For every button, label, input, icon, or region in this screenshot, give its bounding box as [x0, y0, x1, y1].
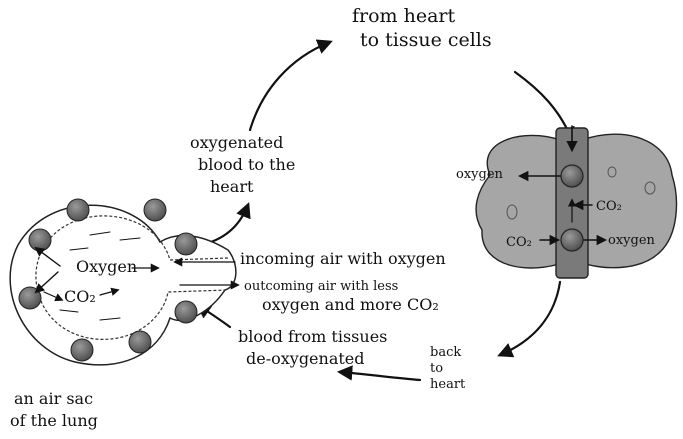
corpuscle: [129, 331, 151, 353]
corpuscle: [175, 233, 197, 255]
corpuscle: [561, 229, 583, 251]
air-sac: [10, 199, 236, 365]
alveolus-oxygen-label: Oxygen: [76, 257, 137, 276]
blood-tissues-label-1: blood from tissues: [238, 327, 387, 346]
tissue-co2-bottom-label: CO₂: [506, 235, 532, 250]
blood-tissues-label-2: de-oxygenated: [246, 349, 365, 368]
caption-line-2: of the lung: [10, 411, 98, 430]
from-heart-label-1: from heart: [352, 5, 456, 27]
corpuscle: [67, 199, 89, 221]
corpuscle: [71, 339, 93, 361]
corpuscle: [144, 199, 166, 221]
outcoming-air-label-1: outcoming air with less: [244, 279, 398, 294]
caption-line-1: an air sac: [14, 389, 93, 408]
tissue-cells: [476, 126, 676, 278]
incoming-air-label: incoming air with oxygen: [240, 249, 446, 268]
arrow-tissue-to-back: [500, 282, 560, 355]
outcoming-air-label-2: oxygen and more CO₂: [262, 295, 439, 314]
back-label-2: to: [430, 361, 443, 376]
back-label-3: heart: [430, 377, 466, 392]
oxygenated-label-2: blood to the: [198, 155, 295, 174]
tissue-oxygen-left-label: oxygen: [456, 167, 504, 182]
back-label-1: back: [430, 345, 461, 360]
arrow-back-to-lung: [340, 372, 420, 380]
oxygenated-label-3: heart: [210, 177, 254, 196]
corpuscle: [175, 301, 197, 323]
alveolus-co2-label: CO₂: [64, 287, 96, 306]
from-heart-label-2: to tissue cells: [360, 29, 492, 51]
corpuscle: [29, 229, 51, 251]
arrow-blood-out: [200, 205, 248, 245]
tissue-oxygen-right-label: oxygen: [608, 233, 656, 248]
corpuscle: [561, 165, 583, 187]
arrow-lung-to-heart: [250, 42, 330, 130]
oxygenated-label-1: oxygenated: [190, 133, 283, 152]
tissue-co2-top-label: CO₂: [596, 199, 622, 214]
